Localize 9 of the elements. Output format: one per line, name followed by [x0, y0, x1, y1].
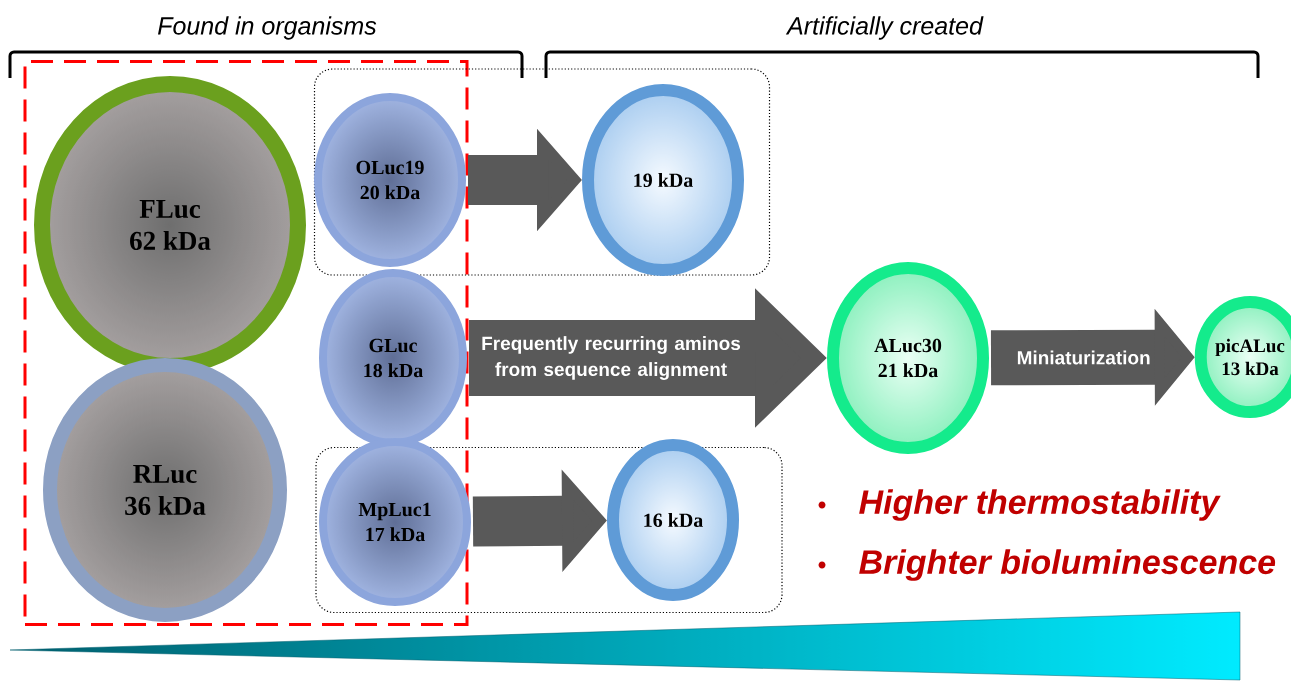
- dashed-box: [23, 60, 469, 626]
- dotted-box: [315, 446, 783, 614]
- dotted-box: [313, 68, 771, 276]
- section-heading: Artificially created: [785, 16, 984, 40]
- bullet-text: Brighter bioluminescence: [859, 549, 1276, 581]
- bullet-text: Higher thermostability: [859, 489, 1221, 521]
- edge-label: Miniaturization: [1017, 350, 1150, 365]
- section-heading: Found in organisms: [158, 16, 377, 40]
- edge-label: Frequently recurring aminos from sequence alignment: [482, 336, 741, 380]
